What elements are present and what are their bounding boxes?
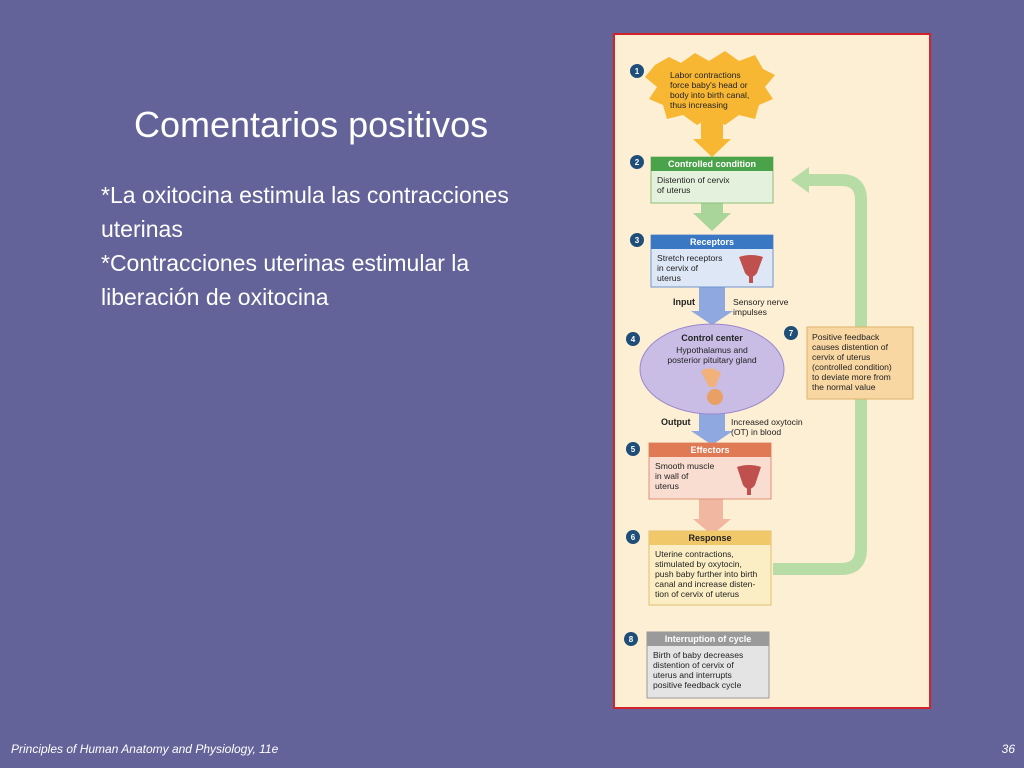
step7-line: to deviate more from [812,372,891,382]
response-header [649,531,771,545]
arrow-2-3 [693,203,731,231]
bullet-line: *Contracciones uterinas estimular la [101,250,470,276]
svg-text:7: 7 [789,329,794,338]
positive-feedback-diagram: 1 Labor contractions force baby's head o… [613,33,931,709]
controlled-condition-header [651,157,773,171]
step4-line: posterior pituitary gland [667,355,757,365]
svg-text:8: 8 [629,635,634,644]
step5-line: in wall of [655,471,689,481]
step6-line: Uterine contractions, [655,549,734,559]
input-label: Input [673,297,695,307]
svg-text:1: 1 [635,67,640,76]
step1-line: force baby's head or [670,80,748,90]
step8-line: distention of cervix of [653,660,734,670]
step8-line: Birth of baby decreases [653,650,743,660]
step-badge-1: 1 [630,64,644,78]
effectors-label: Effectors [690,445,729,455]
step6-line: push baby further into birth [655,569,757,579]
output-note: Increased oxytocin [731,417,803,427]
interruption-label: Interruption of cycle [665,634,752,644]
step1-line: body into birth canal, [670,90,749,100]
effectors-header [649,443,771,457]
step6-line: stimulated by oxytocin, [655,559,742,569]
step5-line: Smooth muscle [655,461,714,471]
arrow-5-6 [693,499,731,535]
step7-line: Positive feedback [812,332,880,342]
output-label: Output [661,417,691,427]
input-arrow [691,287,733,325]
step3-line: in cervix of [657,263,699,273]
slide-number: 36 [1001,742,1015,756]
step8-line: uterus and interrupts [653,670,732,680]
step-badge-8: 8 [624,632,638,646]
pituitary-gland-icon [701,368,723,405]
input-note: impulses [733,307,767,317]
step6-line: canal and increase disten- [655,579,755,589]
control-center-label: Control center [681,333,743,343]
controlled-condition-label: Controlled condition [668,159,756,169]
step3-line: uterus [657,273,681,283]
svg-text:2: 2 [635,158,640,167]
step5-line: uterus [655,481,679,491]
bullet-line: *La oxitocina estimula las contracciones [101,182,509,208]
step7-line: cervix of uterus [812,352,870,362]
receptors-header [651,235,773,249]
receptors-label: Receptors [690,237,734,247]
svg-text:3: 3 [635,236,640,245]
step4-line: Hypothalamus and [676,345,748,355]
step-badge-2: 2 [630,155,644,169]
step2-line: Distention of cervix [657,175,730,185]
step1-line: thus increasing [670,100,728,110]
diagram-svg: 1 Labor contractions force baby's head o… [624,51,914,699]
step7-line: (controlled condition) [812,362,892,372]
output-arrow [691,407,733,445]
step7-line: the normal value [812,382,876,392]
svg-text:4: 4 [631,335,636,344]
slide-title: Comentarios positivos [134,104,489,145]
footer-source: Principles of Human Anatomy and Physiolo… [11,742,279,756]
feedback-arrowhead [791,167,809,193]
labor-contractions-burst [645,51,775,125]
step-badge-3: 3 [630,233,644,247]
step8-line: positive feedback cycle [653,680,742,690]
step-badge-7: 7 [784,326,798,340]
response-label: Response [688,533,731,543]
bullet-line: uterinas [101,216,183,242]
step-badge-6: 6 [626,530,640,544]
step-badge-5: 5 [626,442,640,456]
step6-line: tion of cervix of uterus [655,589,739,599]
interruption-header [647,632,769,646]
step1-line: Labor contractions [670,70,741,80]
input-note: Sensory nerve [733,297,789,307]
uterus-muscle-icon [737,465,761,495]
svg-text:5: 5 [631,445,636,454]
step7-line: causes distention of [812,342,889,352]
svg-text:6: 6 [631,533,636,542]
bullet-line: liberación de oxitocina [101,284,329,310]
slide-body: *La oxitocina estimula las contracciones… [101,178,613,314]
step-badge-4: 4 [626,332,640,346]
step3-line: Stretch receptors [657,253,722,263]
uterus-icon [739,255,763,283]
step2-line: of uterus [657,185,690,195]
positive-feedback-box [806,326,914,400]
output-note: (OT) in blood [731,427,781,437]
arrow-1-2 [693,117,731,157]
